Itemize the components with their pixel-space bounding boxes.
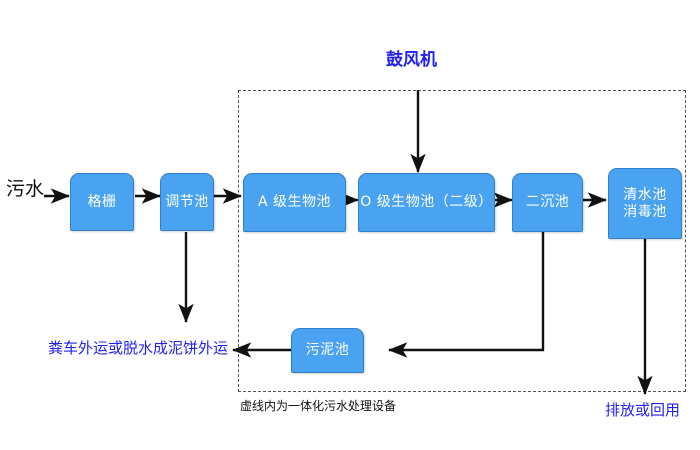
node-a-bio[interactable]: A 级生物池 xyxy=(243,173,346,232)
node-o-bio-label: O 级生物池（二级） xyxy=(360,194,493,211)
node-sludge-label: 污泥池 xyxy=(305,342,350,359)
node-clearwater-label-line2: 消毒池 xyxy=(623,204,667,220)
node-sed2[interactable]: 二沉池 xyxy=(512,173,583,232)
node-sludge[interactable]: 污泥池 xyxy=(291,328,364,373)
label-blower: 鼓风机 xyxy=(386,50,437,70)
label-inflow: 污水 xyxy=(6,178,45,200)
node-o-bio[interactable]: O 级生物池（二级） xyxy=(358,173,495,232)
node-clearwater[interactable]: 清水池 消毒池 xyxy=(608,168,682,239)
node-sed2-label: 二沉池 xyxy=(525,194,570,211)
arrow-sed2-to-sludge xyxy=(388,232,545,358)
node-clearwater-label-line1: 清水池 xyxy=(623,186,667,203)
integrated-equipment-boundary xyxy=(238,90,686,392)
node-grate[interactable]: 格栅 xyxy=(70,173,134,231)
node-grate-label: 格栅 xyxy=(87,193,117,210)
node-a-bio-label: A 级生物池 xyxy=(257,194,332,211)
node-regulate-label: 调节池 xyxy=(165,193,209,210)
node-regulate[interactable]: 调节池 xyxy=(160,173,214,231)
label-sludge-disposal: 粪车外运或脱水成泥饼外运 xyxy=(48,339,229,357)
label-discharge: 排放或回用 xyxy=(605,401,681,419)
label-dashed-caption: 虚线内为一体化污水处理设备 xyxy=(240,399,397,413)
